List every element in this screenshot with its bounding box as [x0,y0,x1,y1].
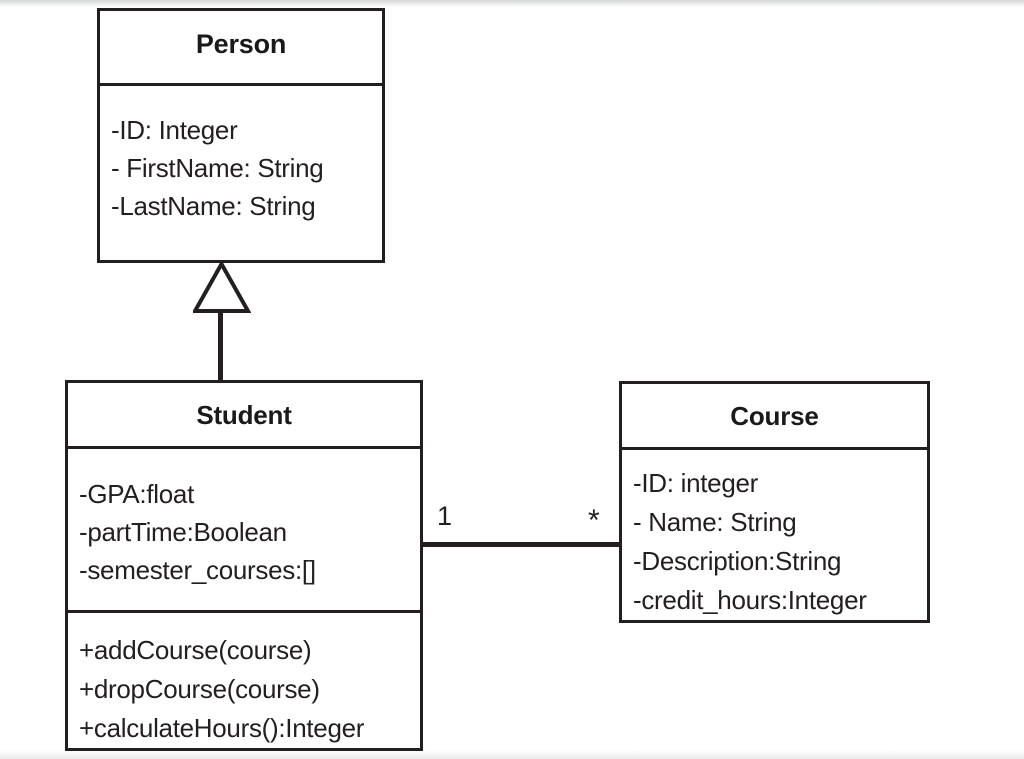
class-student-operations-compartment: +addCourse(course) +dropCourse(course) +… [68,610,420,748]
class-student-name-compartment: Student [68,383,420,446]
class-course-attribute: -credit_hours:Integer [633,585,867,615]
class-student-attributes-compartment: -GPA:float -partTime:Boolean -semester_c… [68,446,420,610]
association-line-student-course [420,542,621,547]
page-top-edge-shadow [0,0,1024,8]
class-course-name-compartment: Course [622,384,927,447]
class-student-attribute: -partTime:Boolean [79,517,287,548]
class-course-name: Course [730,401,819,431]
class-course-attribute: - Name: String [633,507,797,537]
class-person-name-compartment: Person [100,11,382,83]
multiplicity-label-student-side: 1 [437,501,453,531]
class-person-attribute: -LastName: String [111,191,316,221]
class-student-attribute: -semester_courses:[] [79,555,316,586]
uml-class-person[interactable]: Person -ID: Integer - FirstName: String … [97,8,385,263]
class-person-name: Person [195,29,287,59]
class-course-attribute: -ID: integer [633,468,759,498]
generalization-line [218,311,223,382]
class-student-operation: +dropCourse(course) [79,674,320,704]
multiplicity-label-course-side: * [588,504,600,537]
class-course-attribute: -Description:String [633,546,842,576]
uml-class-course[interactable]: Course -ID: integer - Name: String -Desc… [619,381,930,623]
class-person-attribute: - FirstName: String [111,153,324,183]
uml-class-student[interactable]: Student -GPA:float -partTime:Boolean -se… [65,380,423,751]
class-student-name: Student [196,400,292,430]
class-person-attribute: -ID: Integer [111,115,238,145]
page-bottom-edge-shadow [0,750,1024,759]
generalization-connector-student-to-person [193,262,251,382]
hollow-triangle-arrowhead-icon [193,262,251,313]
class-student-attribute: -GPA:float [79,479,195,510]
class-student-operation: +calculateHours():Integer [79,713,365,743]
class-course-attributes-compartment: -ID: integer - Name: String -Description… [622,447,927,620]
class-person-attributes-compartment: -ID: Integer - FirstName: String -LastNa… [100,83,382,260]
class-student-operation: +addCourse(course) [79,635,312,665]
